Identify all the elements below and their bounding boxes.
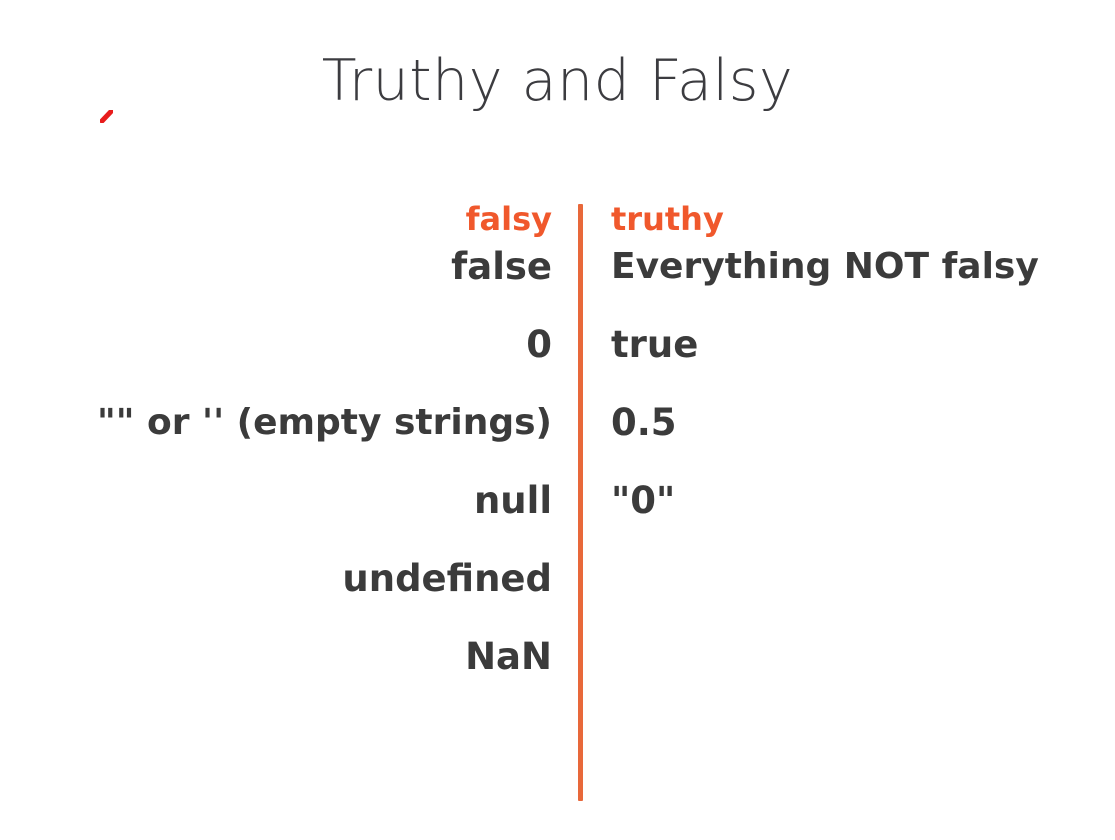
falsy-item-nan: NaN [465, 635, 552, 678]
truthy-item-zero-string: "0" [611, 479, 676, 522]
truthy-item-point-five: 0.5 [611, 401, 677, 444]
red-annotation-mark [100, 110, 113, 123]
falsy-item-undefined: undefined [342, 557, 552, 600]
falsy-item-zero: 0 [526, 323, 552, 366]
page-title: Truthy and Falsy [321, 48, 794, 114]
falsy-column-header: falsy [465, 200, 552, 238]
falsy-item-null: null [473, 479, 552, 522]
falsy-item-false: false [451, 245, 552, 288]
falsy-column: falsy false 0 "" or '' (empty strings) n… [0, 196, 552, 710]
falsy-item-empty-strings: "" or '' (empty strings) [96, 402, 552, 443]
column-divider [578, 204, 583, 801]
truthy-item-true: true [611, 323, 699, 366]
truthy-column: truthy Everything NOT falsy true 0.5 "0" [611, 196, 1111, 554]
truthy-column-header: truthy [611, 200, 724, 238]
truthy-item-everything-not-falsy: Everything NOT falsy [611, 246, 1039, 287]
